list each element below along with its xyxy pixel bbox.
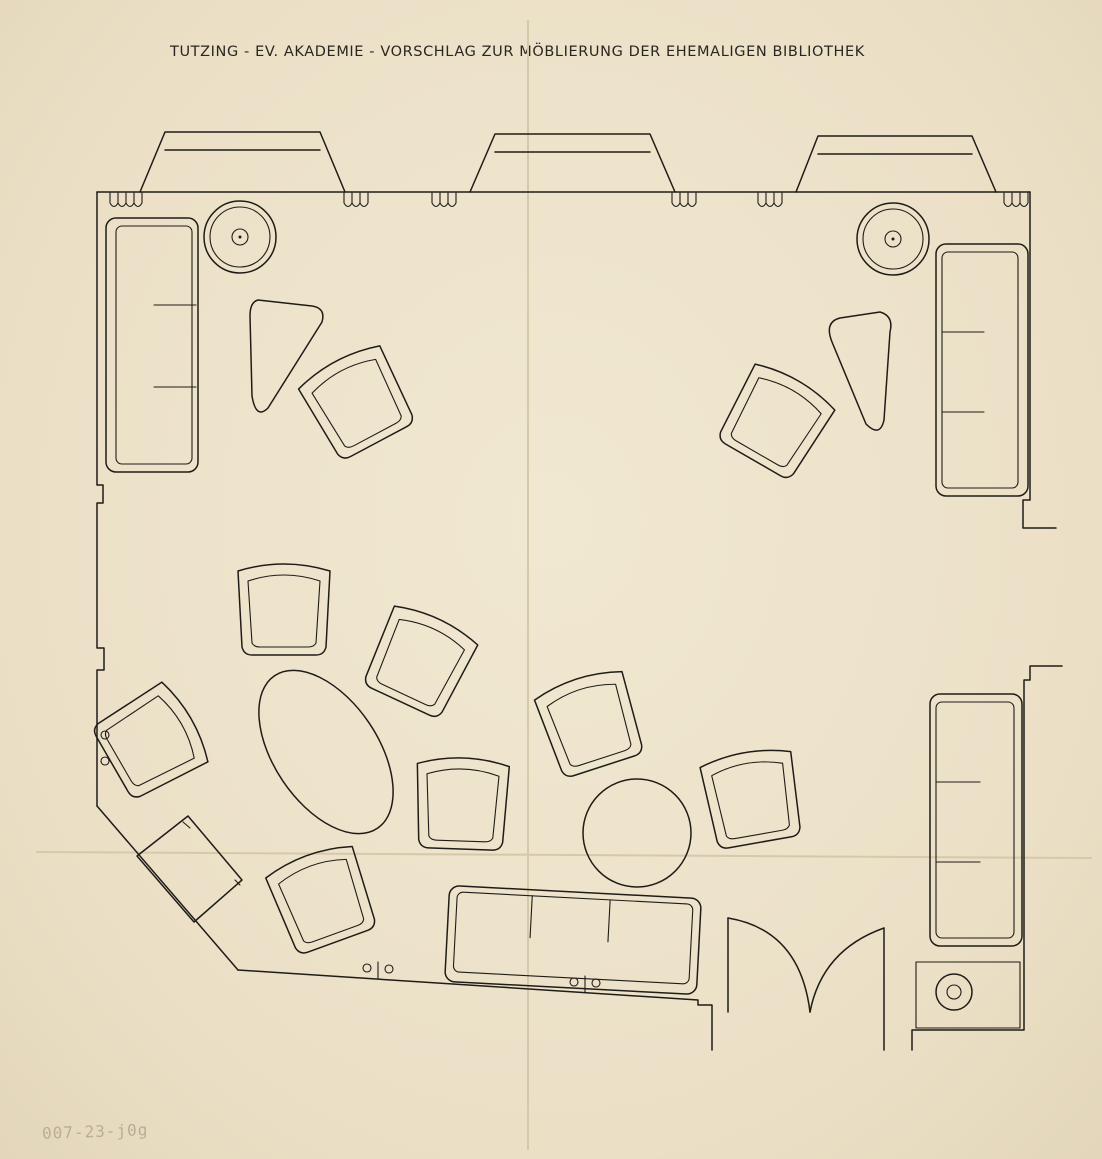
sofa-icon (929, 693, 1023, 947)
armchair-icon (297, 345, 414, 459)
armchair-icon (533, 670, 643, 778)
radiator-icon (671, 192, 697, 208)
power-outlet-icon (569, 975, 601, 993)
oval-table-icon (258, 669, 394, 835)
sofa-icon (105, 217, 199, 473)
round-side-table-icon (203, 200, 277, 274)
round-table-icon (582, 778, 692, 888)
power-outlet-icon (362, 961, 394, 979)
round-side-table-icon (856, 202, 930, 276)
armchair-icon (364, 605, 479, 718)
armchair-icon (237, 563, 331, 656)
radiator-icon (757, 192, 783, 208)
power-outlet-icon (100, 730, 110, 766)
armchair-icon (416, 757, 511, 851)
archive-number: 007-23-j0g (41, 1120, 149, 1143)
kidney-table-icon (249, 299, 324, 413)
radiator-icon (431, 192, 457, 208)
bay-window-icon (139, 131, 346, 193)
armchair-icon (93, 681, 209, 798)
room-walls (96, 191, 1063, 1051)
radiator-icon (1003, 192, 1029, 208)
drawing-title: TUTZING - EV. AKADEMIE - VORSCHLAG ZUR M… (170, 44, 865, 60)
sofa-icon (444, 885, 702, 995)
fold-line-horizontal (35, 851, 1093, 859)
armchair-icon (719, 363, 836, 479)
door-icon (727, 917, 885, 1051)
round-side-table-icon (915, 961, 1021, 1029)
radiator-icon (109, 192, 143, 208)
side-cabinet (136, 815, 243, 923)
armchair-icon (265, 845, 376, 954)
bay-window-icon (469, 133, 676, 193)
sofa-icon (935, 243, 1029, 497)
kidney-table-icon (828, 311, 892, 431)
radiator-icon (343, 192, 369, 208)
armchair-icon (699, 749, 801, 849)
bay-window-icon (795, 135, 997, 193)
